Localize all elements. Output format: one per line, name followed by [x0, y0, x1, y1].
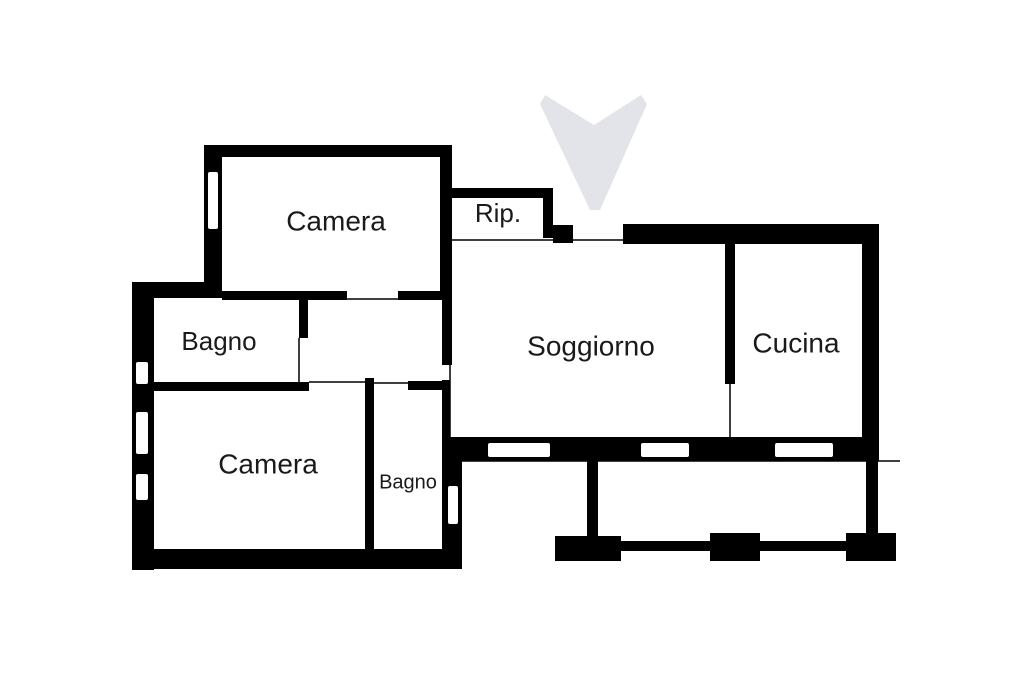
- room-label-bagno-left: Bagno: [181, 326, 256, 356]
- windows: [136, 172, 833, 524]
- thin-lines: [298, 239, 900, 462]
- room-label-cucina: Cucina: [752, 327, 840, 358]
- north-arrow-icon: [540, 95, 647, 210]
- room-label-bagno-small: Bagno: [379, 471, 437, 493]
- room-label-soggiorno: Soggiorno: [527, 330, 655, 361]
- room-label-camera-bottom: Camera: [218, 448, 318, 479]
- room-label-ripostiglio: Rip.: [475, 198, 521, 228]
- room-label-camera-top: Camera: [286, 205, 386, 236]
